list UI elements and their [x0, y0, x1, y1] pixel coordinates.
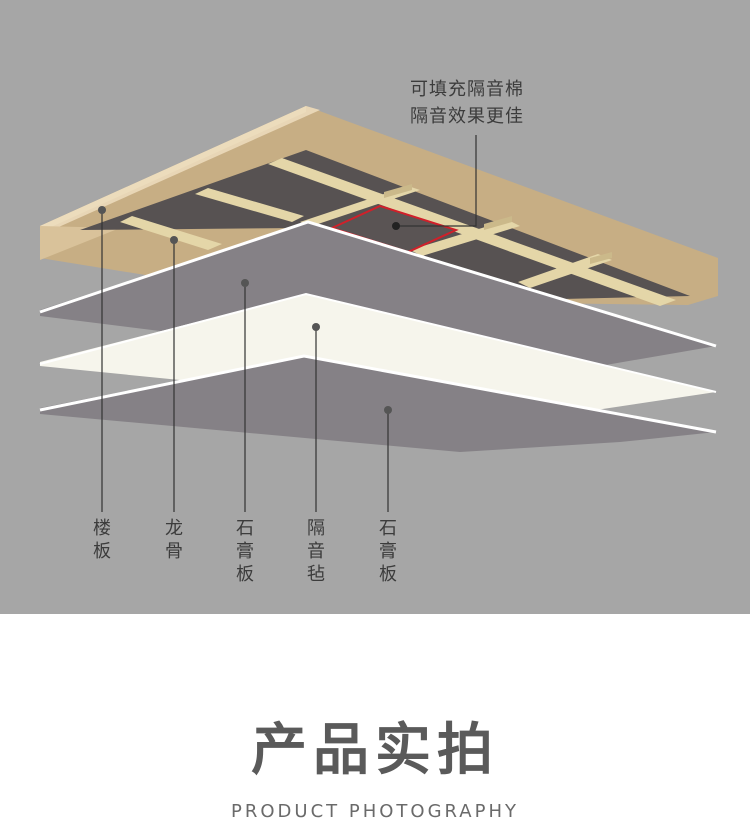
- callout-line-2: 隔音效果更佳: [410, 106, 524, 127]
- layer-diagram: 可填充隔音棉 隔音效果更佳 楼板 龙骨 石膏板 隔音毡 石膏板: [0, 0, 750, 614]
- section-title: 产品实拍: [251, 718, 499, 783]
- label-keel: 龙骨: [165, 518, 183, 562]
- label-gypsum-board-2: 石膏板: [379, 518, 397, 585]
- layer-illustration: [39, 106, 718, 512]
- keel-grid: [120, 158, 676, 306]
- callout-text: 可填充隔音棉 隔音效果更佳: [410, 76, 570, 130]
- label-leaders: [98, 206, 392, 512]
- gypsum-board-layer-2: [39, 354, 717, 452]
- callout-leader: [392, 135, 477, 230]
- label-floor-slab: 楼板: [93, 518, 111, 562]
- section-subtitle: PRODUCT PHOTOGRAPHY: [231, 801, 519, 822]
- label-sound-felt: 隔音毡: [307, 518, 325, 585]
- callout-line-1: 可填充隔音棉: [410, 79, 524, 100]
- label-gypsum-board-1: 石膏板: [236, 518, 254, 585]
